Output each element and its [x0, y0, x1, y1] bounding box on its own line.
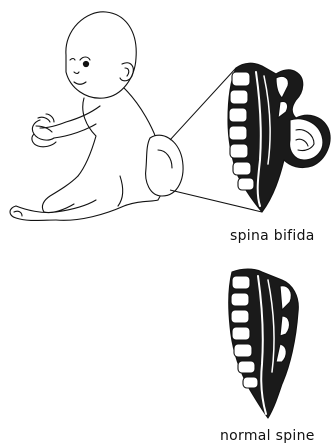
spina-bifida-spine-section — [228, 63, 330, 212]
baby-illustration — [10, 12, 183, 221]
normal-spine-label: normal spine — [220, 428, 315, 444]
spina-bifida-label: spina bifida — [230, 228, 315, 244]
normal-spine-section — [229, 269, 299, 418]
